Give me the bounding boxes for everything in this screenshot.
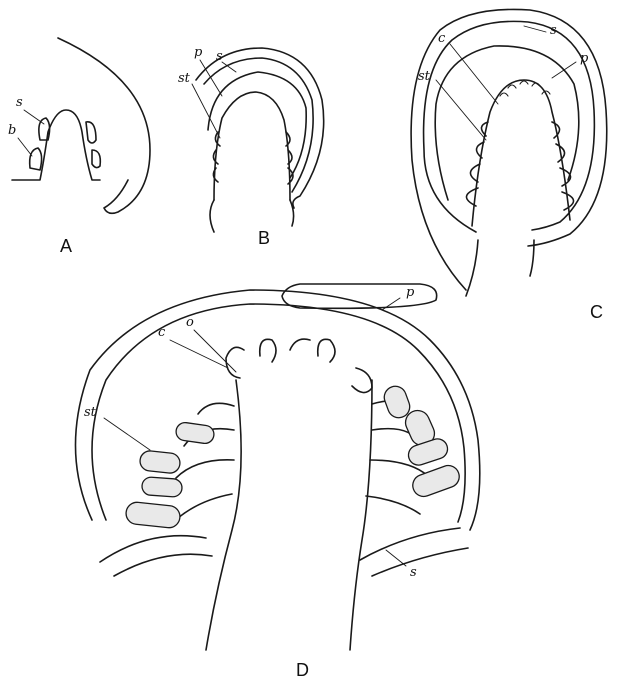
panel-d-st-leader xyxy=(104,418,150,450)
panel-d-carpel-2 xyxy=(260,339,276,362)
panel-a-label-b: b xyxy=(8,123,16,138)
panel-d-anther-left-3 xyxy=(141,477,182,498)
panel-d-anther-left-2 xyxy=(139,450,181,474)
panel-c-p-leader xyxy=(552,62,576,78)
panel-a-title: A xyxy=(60,236,72,256)
panel-d-filament-right-4 xyxy=(366,496,420,514)
panel-d-label-o: o xyxy=(186,315,194,330)
panel-c: c st s p C xyxy=(411,9,607,322)
panel-d-anther-left-4 xyxy=(125,501,181,529)
panel-a-bract-primordium xyxy=(30,148,42,170)
panel-c-petal xyxy=(435,46,579,200)
panel-d-carpel-4 xyxy=(318,339,335,362)
panel-a-right-primordium xyxy=(86,122,96,143)
panel-b-label-s: s xyxy=(216,49,223,64)
panel-b-label-p: p xyxy=(194,45,203,60)
panel-d-carpel-1 xyxy=(226,347,244,378)
panel-d-s-leader xyxy=(386,550,406,566)
panel-b: s p st B xyxy=(178,45,324,248)
panel-b-title: B xyxy=(258,228,270,248)
panel-d-anther-right-4 xyxy=(410,462,463,499)
panel-d-carpel-5 xyxy=(352,368,372,393)
panel-d-anther-left-1 xyxy=(175,421,215,444)
panel-b-stamen-primordia xyxy=(213,132,293,184)
panel-c-sepal-inner xyxy=(424,21,595,232)
panel-d-label-p: p xyxy=(406,285,415,300)
panel-d-filament-left-1 xyxy=(198,403,234,414)
panel-d-label-c: c xyxy=(158,325,166,340)
panel-b-label-st: st xyxy=(178,71,191,86)
panel-d-c-leader xyxy=(170,340,228,368)
panel-d-label-st: st xyxy=(84,405,97,420)
panel-d-label-s: s xyxy=(410,565,417,580)
panel-a-right-primordium-lower xyxy=(92,150,100,168)
panel-d-filament-left-3 xyxy=(176,460,234,478)
panel-d-sepal-lower-left xyxy=(100,536,212,576)
panel-a-floral-apex xyxy=(12,110,100,180)
panel-d: p c o st s D xyxy=(75,284,479,680)
panel-d-title: D xyxy=(296,660,309,680)
panel-a: s b A xyxy=(8,38,150,256)
panel-c-axis xyxy=(472,80,570,226)
panel-b-axis xyxy=(214,92,290,200)
panel-c-carpel-lobe-1 xyxy=(500,93,508,96)
panel-a-subtending-bract xyxy=(58,38,150,213)
panel-c-label-s: s xyxy=(550,23,557,38)
panel-d-carpels xyxy=(226,339,372,392)
panel-b-petal xyxy=(208,72,306,178)
panel-d-carpel-3 xyxy=(290,339,310,350)
panel-c-label-c: c xyxy=(438,31,446,46)
panel-c-carpel-lobe-3 xyxy=(520,81,528,84)
panel-a-b-leader xyxy=(18,138,32,156)
panel-d-anthers xyxy=(125,383,462,529)
panel-b-stem xyxy=(210,200,294,232)
panel-c-carpel-lobe-2 xyxy=(508,85,516,88)
panel-a-label-s: s xyxy=(16,95,23,110)
panel-c-receptacle-stem xyxy=(466,240,534,296)
panel-c-label-p: p xyxy=(580,51,589,66)
panel-d-filaments xyxy=(176,401,428,518)
panel-c-s-leader xyxy=(524,26,546,32)
panel-c-title: C xyxy=(590,302,603,322)
panel-c-label-st: st xyxy=(418,69,431,84)
panel-d-p-leader xyxy=(382,298,400,310)
panel-c-st-leader xyxy=(436,80,486,140)
panel-d-filament-left-4 xyxy=(178,494,232,518)
panel-d-axis-right xyxy=(350,380,372,650)
panel-d-axis-left xyxy=(206,380,241,650)
panel-a-s-leader xyxy=(24,110,44,124)
panel-b-st-leader xyxy=(192,84,220,138)
